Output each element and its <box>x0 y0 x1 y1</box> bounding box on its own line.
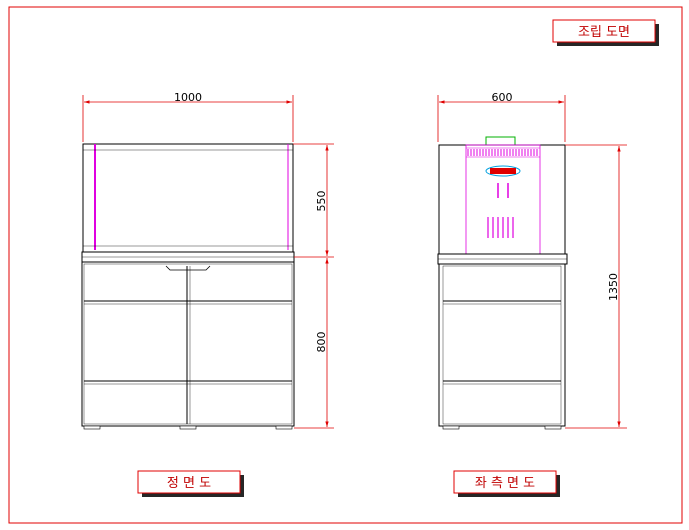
cabinet-height-dim: 800 <box>315 332 328 353</box>
side-view: 600 <box>437 91 627 430</box>
front-tank <box>82 143 294 253</box>
total-height-dim: 1350 <box>607 273 620 301</box>
side-lid <box>485 136 516 146</box>
front-cabinet <box>81 261 295 427</box>
tank-height-dim: 550 <box>315 191 328 212</box>
front-view-label-box: 정 면 도 <box>137 470 244 497</box>
title-label-box: 조립 도면 <box>552 19 659 46</box>
front-view: 1000 550 800 <box>81 91 334 430</box>
front-view-label: 정 면 도 <box>167 476 211 491</box>
front-width-dim: 1000 <box>174 91 202 104</box>
side-view-label: 좌 측 면 도 <box>475 476 535 491</box>
title-label: 조립 도면 <box>578 25 630 40</box>
side-tank <box>438 144 566 255</box>
side-cabinet <box>438 263 566 427</box>
side-view-label-box: 좌 측 면 도 <box>453 470 560 497</box>
side-depth-dim: 600 <box>492 91 513 104</box>
drawing-border <box>8 6 683 524</box>
